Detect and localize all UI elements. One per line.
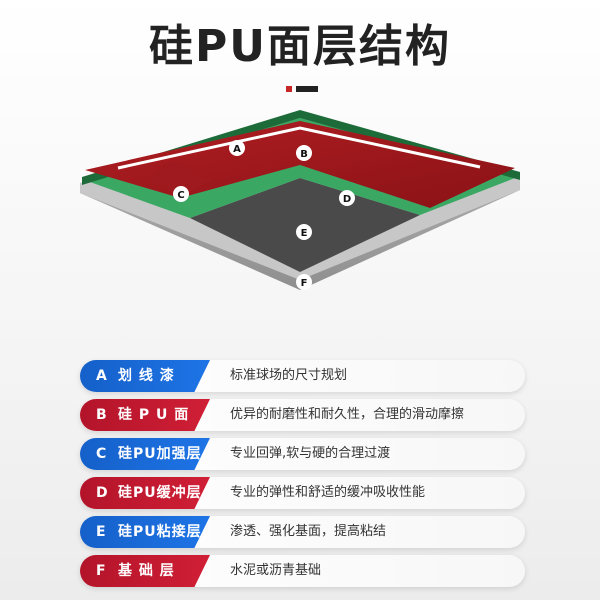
layer-letter: E	[96, 524, 106, 540]
svg-text:E: E	[301, 228, 308, 239]
layer-tag: D 硅PU缓冲层	[80, 477, 210, 509]
layer-row-a: A 划 线 漆 标准球场的尺寸规划	[80, 360, 525, 392]
layer-letter: F	[96, 563, 106, 579]
marker-f: F	[296, 274, 312, 290]
marker-a: A	[229, 140, 245, 156]
layer-tag: B 硅 P U 面 漆	[80, 399, 210, 431]
layer-name: 硅PU缓冲层	[118, 485, 202, 501]
layer-row-d: D 硅PU缓冲层 专业的弹性和舒适的缓冲吸收性能	[80, 477, 525, 509]
layer-name: 硅PU粘接层	[118, 524, 202, 540]
layer-tag: F 基 础 层	[80, 555, 210, 587]
layer-letter: C	[96, 446, 107, 462]
peeled-corner	[150, 161, 215, 198]
layer-tag: A 划 线 漆	[80, 360, 210, 392]
svg-text:C: C	[177, 190, 184, 201]
layer-description: 标准球场的尺寸规划	[230, 368, 348, 383]
layer-row-e: E 硅PU粘接层 渗透、强化基面，提高粘结	[80, 516, 525, 548]
layer-description: 专业的弹性和舒适的缓冲吸收性能	[230, 485, 426, 500]
layer-name: 硅PU加强层	[118, 446, 202, 462]
marker-e: E	[296, 224, 312, 240]
svg-text:B: B	[300, 149, 308, 160]
title-deco-bar	[296, 86, 318, 92]
layer-a-line	[117, 126, 481, 170]
layer-structure-diagram: A B C D E F	[80, 110, 520, 290]
title-deco-square	[286, 86, 292, 92]
page-title: 硅PU面层结构	[149, 21, 451, 72]
svg-text:D: D	[343, 194, 351, 205]
layer-description: 渗透、强化基面，提高粘结	[230, 524, 387, 539]
layer-name: 划 线 漆	[118, 368, 175, 384]
marker-d: D	[339, 190, 355, 206]
title-decoration	[286, 86, 318, 92]
layer-row-b: B 硅 P U 面 漆 优异的耐磨性和耐久性，合理的滑动摩擦	[80, 399, 525, 431]
layer-description: 专业回弹,软与硬的合理过渡	[230, 446, 391, 461]
layer-name: 硅 P U 面 漆	[118, 407, 190, 423]
layer-letter: D	[96, 485, 108, 501]
svg-text:A: A	[233, 144, 241, 155]
layer-description: 水泥或沥青基础	[230, 563, 322, 578]
marker-c: C	[173, 186, 189, 202]
layer-row-f: F 基 础 层 水泥或沥青基础	[80, 555, 525, 587]
layer-letter: A	[96, 368, 107, 384]
layer-row-c: C 硅PU加强层 专业回弹,软与硬的合理过渡	[80, 438, 525, 470]
layer-name: 基 础 层	[118, 563, 175, 579]
svg-text:F: F	[301, 278, 308, 289]
layer-legend-list: A 划 线 漆 标准球场的尺寸规划 B 硅 P U 面 漆 优异的耐磨性和耐久性…	[80, 360, 525, 594]
layer-tag: C 硅PU加强层	[80, 438, 210, 470]
layer-letter: B	[96, 407, 107, 423]
layer-description: 优异的耐磨性和耐久性，合理的滑动摩擦	[230, 407, 465, 422]
layer-c-reinforce	[82, 110, 520, 185]
layer-tag: E 硅PU粘接层	[80, 516, 210, 548]
marker-b: B	[296, 145, 312, 161]
